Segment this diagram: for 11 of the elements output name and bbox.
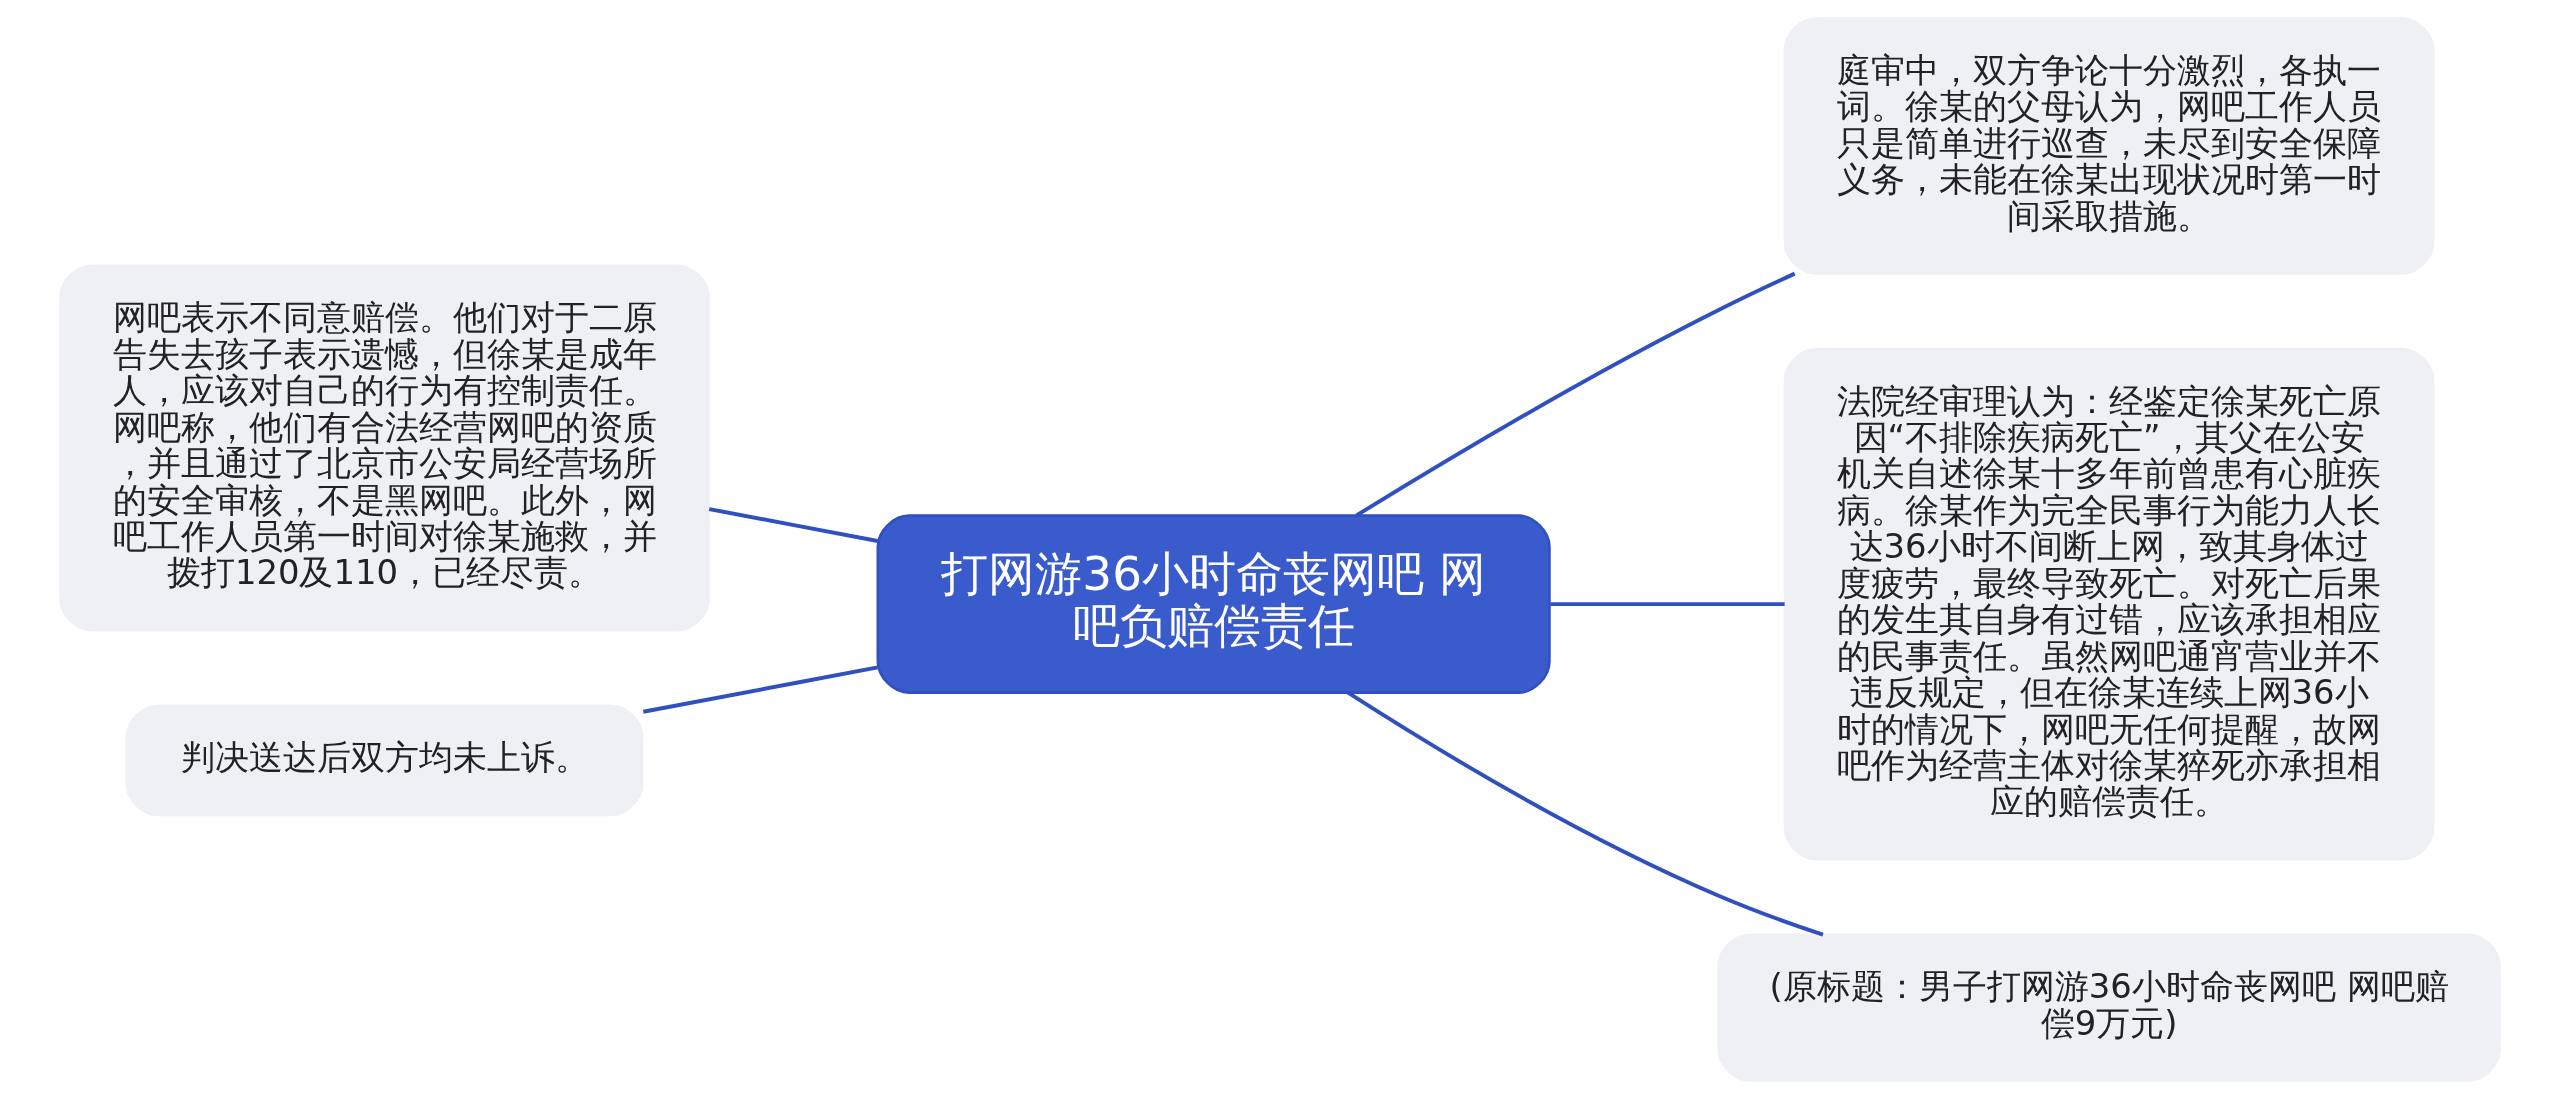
node-box: 判决送达后双方均未上诉。 (125, 704, 644, 817)
connector (1550, 602, 1785, 607)
node-box: (原标题：男子打网游36小时命丧网吧 网吧赔偿9万元) (1717, 933, 2501, 1082)
node-box: 庭审中，双方争论十分激烈，各执一词。徐某的父母认为，网吧工作人员只是简单进行巡查，未尽到安全保障义务，未能在徐某出现状况时第一时间采取措施。 (1783, 17, 2435, 275)
node-box: 法院经审理认为：经鉴定徐某死亡原因“不排除疾病死亡”，其父在公安机关自述徐某十多年前曾患有心脏疾病。徐某作为完全民事行为能力人长达36小时不间断上网，致其身体过度疲劳，最终导致死亡。对死亡后果的发生其自身有过错，应该承担相应的民事责任。虽然网吧通宵营业并不违反规定，但在徐某连续上网36小时的情况下，网吧无任何提醒，故网吧作为经营主体对徐某猝死亦承担相应的赔偿责任。 (1783, 347, 2435, 861)
connector (642, 665, 878, 714)
connector (708, 507, 878, 543)
connector (1355, 271, 1796, 518)
node-box: 打网游36小时命丧网吧 网吧负赔偿责任 (876, 514, 1551, 694)
connector (1346, 691, 1824, 937)
node-box: 网吧表示不同意赔偿。他们对于二原告失去孩子表示遗憾，但徐某是成年人，应该对自己的行为有控制责任。网吧称，他们有合法经营网吧的资质，并且通过了北京市公安局经营场所的安全审核，不是黑网吧。此外，网吧工作人员第一时间对徐某施救，并拨打120及110，已经尽责。 (59, 264, 710, 632)
